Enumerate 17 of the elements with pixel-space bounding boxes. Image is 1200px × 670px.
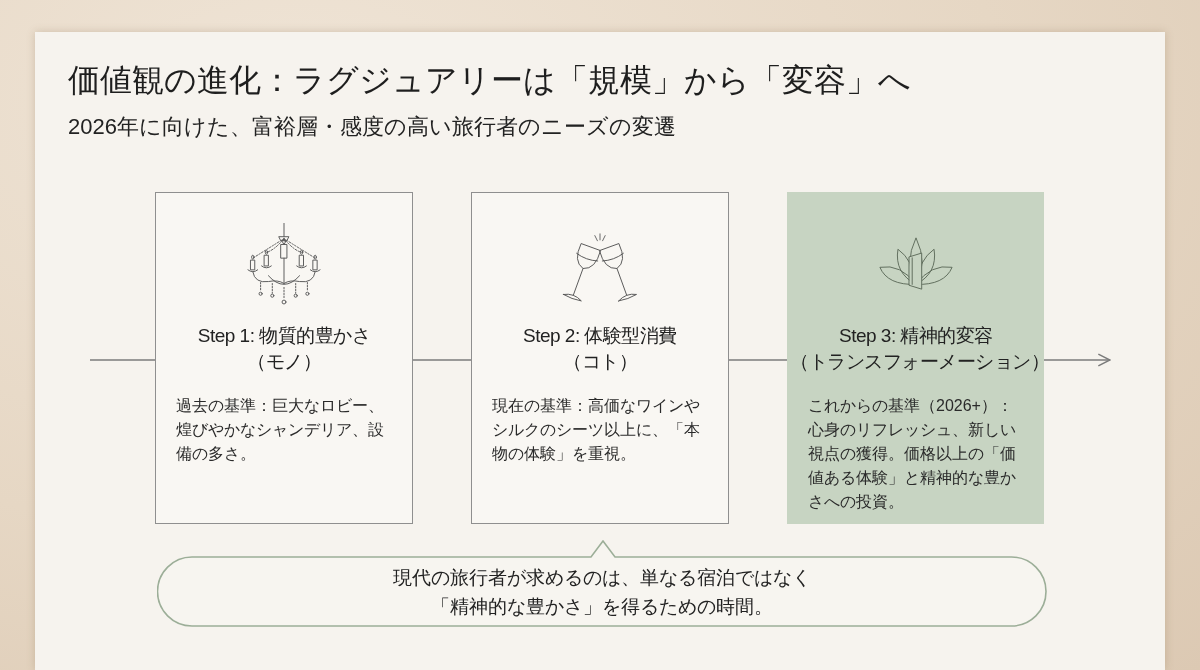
step-heading: Step 2: 体験型消費（コト） <box>522 324 678 374</box>
step-heading: Step 1: 物質的豊かさ（モノ） <box>196 324 372 374</box>
connector-line <box>412 359 472 361</box>
step-description: 現在の基準：高価なワインやシルクのシーツ以上に、「本物の体験」を重視。 <box>492 396 701 464</box>
subtitle: 2026年に向けた、富裕層・感度の高い旅行者のニーズの変遷 <box>68 113 676 141</box>
step-box <box>471 192 729 524</box>
arrow <box>1043 353 1111 367</box>
speech-bubble <box>157 540 1047 627</box>
step-box <box>155 192 413 524</box>
callout-text: 現代の旅行者が求めるのは、単なる宿泊ではなく「精神的な豊かさ」を得るための時間。 <box>392 565 812 619</box>
step-description: 過去の基準：巨大なロビー、煌びやかなシャンデリア、設備の多さ。 <box>176 396 385 464</box>
connector-line <box>89 359 156 361</box>
step-heading: Step 3: 精神的変容（トランスフォーメーション） <box>790 324 1042 374</box>
title: 価値観の進化：ラグジュアリーは「規模」から「変容」へ <box>68 61 911 100</box>
step-box <box>787 192 1044 524</box>
connector-line <box>728 359 788 361</box>
step-description: これからの基準（2026+）：心身のリフレッシュ、新しい視点の獲得。価格以上の「価値ある体験」と精神的な豊かさへの投資。 <box>808 396 1017 512</box>
